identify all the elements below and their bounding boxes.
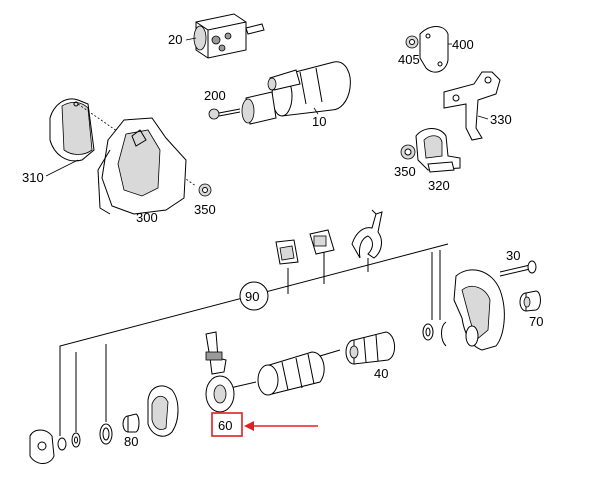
part-brush-clip — [275, 239, 299, 265]
part-80-bushing — [122, 413, 140, 433]
label-200: 200 — [204, 88, 226, 103]
label-320: 320 — [428, 178, 450, 193]
part-200-screw — [208, 108, 241, 120]
label-80: 80 — [124, 434, 138, 449]
assembly-callout-90 — [239, 281, 269, 311]
part-40-pinion — [345, 331, 395, 365]
label-330: 330 — [490, 112, 512, 127]
part-brush-holder — [309, 229, 335, 255]
part-320-mount — [415, 128, 461, 173]
part-seal — [99, 423, 113, 445]
part-310-heat-shield — [49, 98, 95, 162]
label-350-right: 350 — [394, 164, 416, 179]
part-350-nut-left — [198, 183, 212, 197]
label-310: 310 — [22, 170, 44, 185]
part-400-cover-plate — [419, 26, 452, 73]
highlight-box-60 — [211, 412, 243, 437]
highlight-arrow — [244, 421, 318, 431]
part-70-bushing — [519, 290, 541, 312]
label-400: 400 — [452, 37, 474, 52]
part-300-guard — [97, 117, 187, 215]
part-armature — [229, 349, 341, 396]
part-405-nut — [405, 35, 419, 49]
part-end-cap — [147, 385, 179, 437]
part-60-brush-plate — [205, 331, 235, 413]
part-330-bracket — [443, 71, 501, 141]
part-drive-end-housing — [453, 269, 505, 351]
part-end-plate — [29, 429, 55, 464]
label-90: 90 — [245, 289, 259, 304]
label-40: 40 — [374, 366, 388, 381]
part-washer-b — [57, 437, 67, 451]
part-shift-fork — [351, 209, 383, 259]
part-350-nut-right — [400, 144, 416, 160]
label-350-left: 350 — [194, 202, 216, 217]
label-20: 20 — [168, 32, 182, 47]
part-20-solenoid — [193, 13, 265, 59]
part-washer-a — [71, 432, 81, 448]
part-30-bolt — [499, 260, 537, 277]
label-30: 30 — [506, 248, 520, 263]
label-405: 405 — [398, 52, 420, 67]
label-300: 300 — [136, 210, 158, 225]
part-10-starter-motor — [241, 61, 351, 125]
part-ring-upper — [422, 323, 434, 341]
label-60: 60 — [218, 418, 232, 433]
label-10: 10 — [312, 114, 326, 129]
label-70: 70 — [529, 314, 543, 329]
part-snap-ring — [441, 321, 447, 347]
